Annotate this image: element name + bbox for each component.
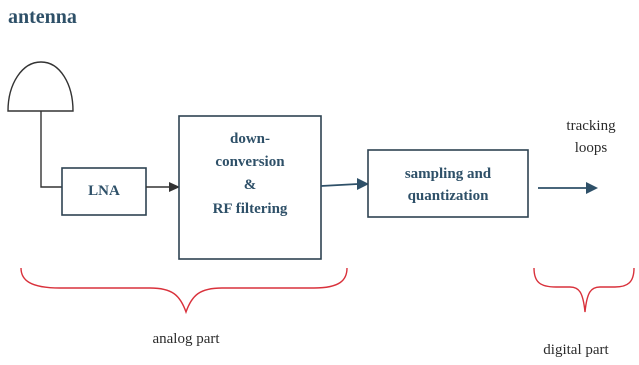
sampling-label-line2: quantization (407, 188, 489, 204)
arrowhead-to-tracking (586, 182, 598, 194)
arrow-downconv-to-sampling (320, 183, 359, 187)
tracking-label-line1: tracking (566, 118, 616, 134)
lna-box (61, 167, 147, 216)
digital-brace (533, 267, 635, 313)
digital-part-label: digital part (543, 342, 609, 358)
downconv-label-line3: & (243, 177, 257, 193)
antenna-icon (7, 61, 74, 112)
downconv-label-line4: RF filtering (212, 201, 288, 217)
analog-part-label: analog part (152, 331, 220, 347)
analog-brace (20, 267, 348, 315)
diagram-title: antenna (8, 6, 77, 28)
sampling-label-line1: sampling and (404, 166, 492, 182)
tracking-label-line2: loops (574, 140, 608, 156)
downconv-label-line1: down- (229, 131, 270, 147)
antenna-feed-line (40, 111, 62, 188)
arrowhead-downconv-to-sampling (357, 178, 369, 190)
sampling-box (367, 149, 529, 218)
lna-label: LNA (88, 183, 120, 199)
downconv-box (178, 115, 322, 260)
arrowhead-lna-to-downconv (169, 182, 180, 192)
downconv-label-line2: conversion (215, 154, 285, 170)
